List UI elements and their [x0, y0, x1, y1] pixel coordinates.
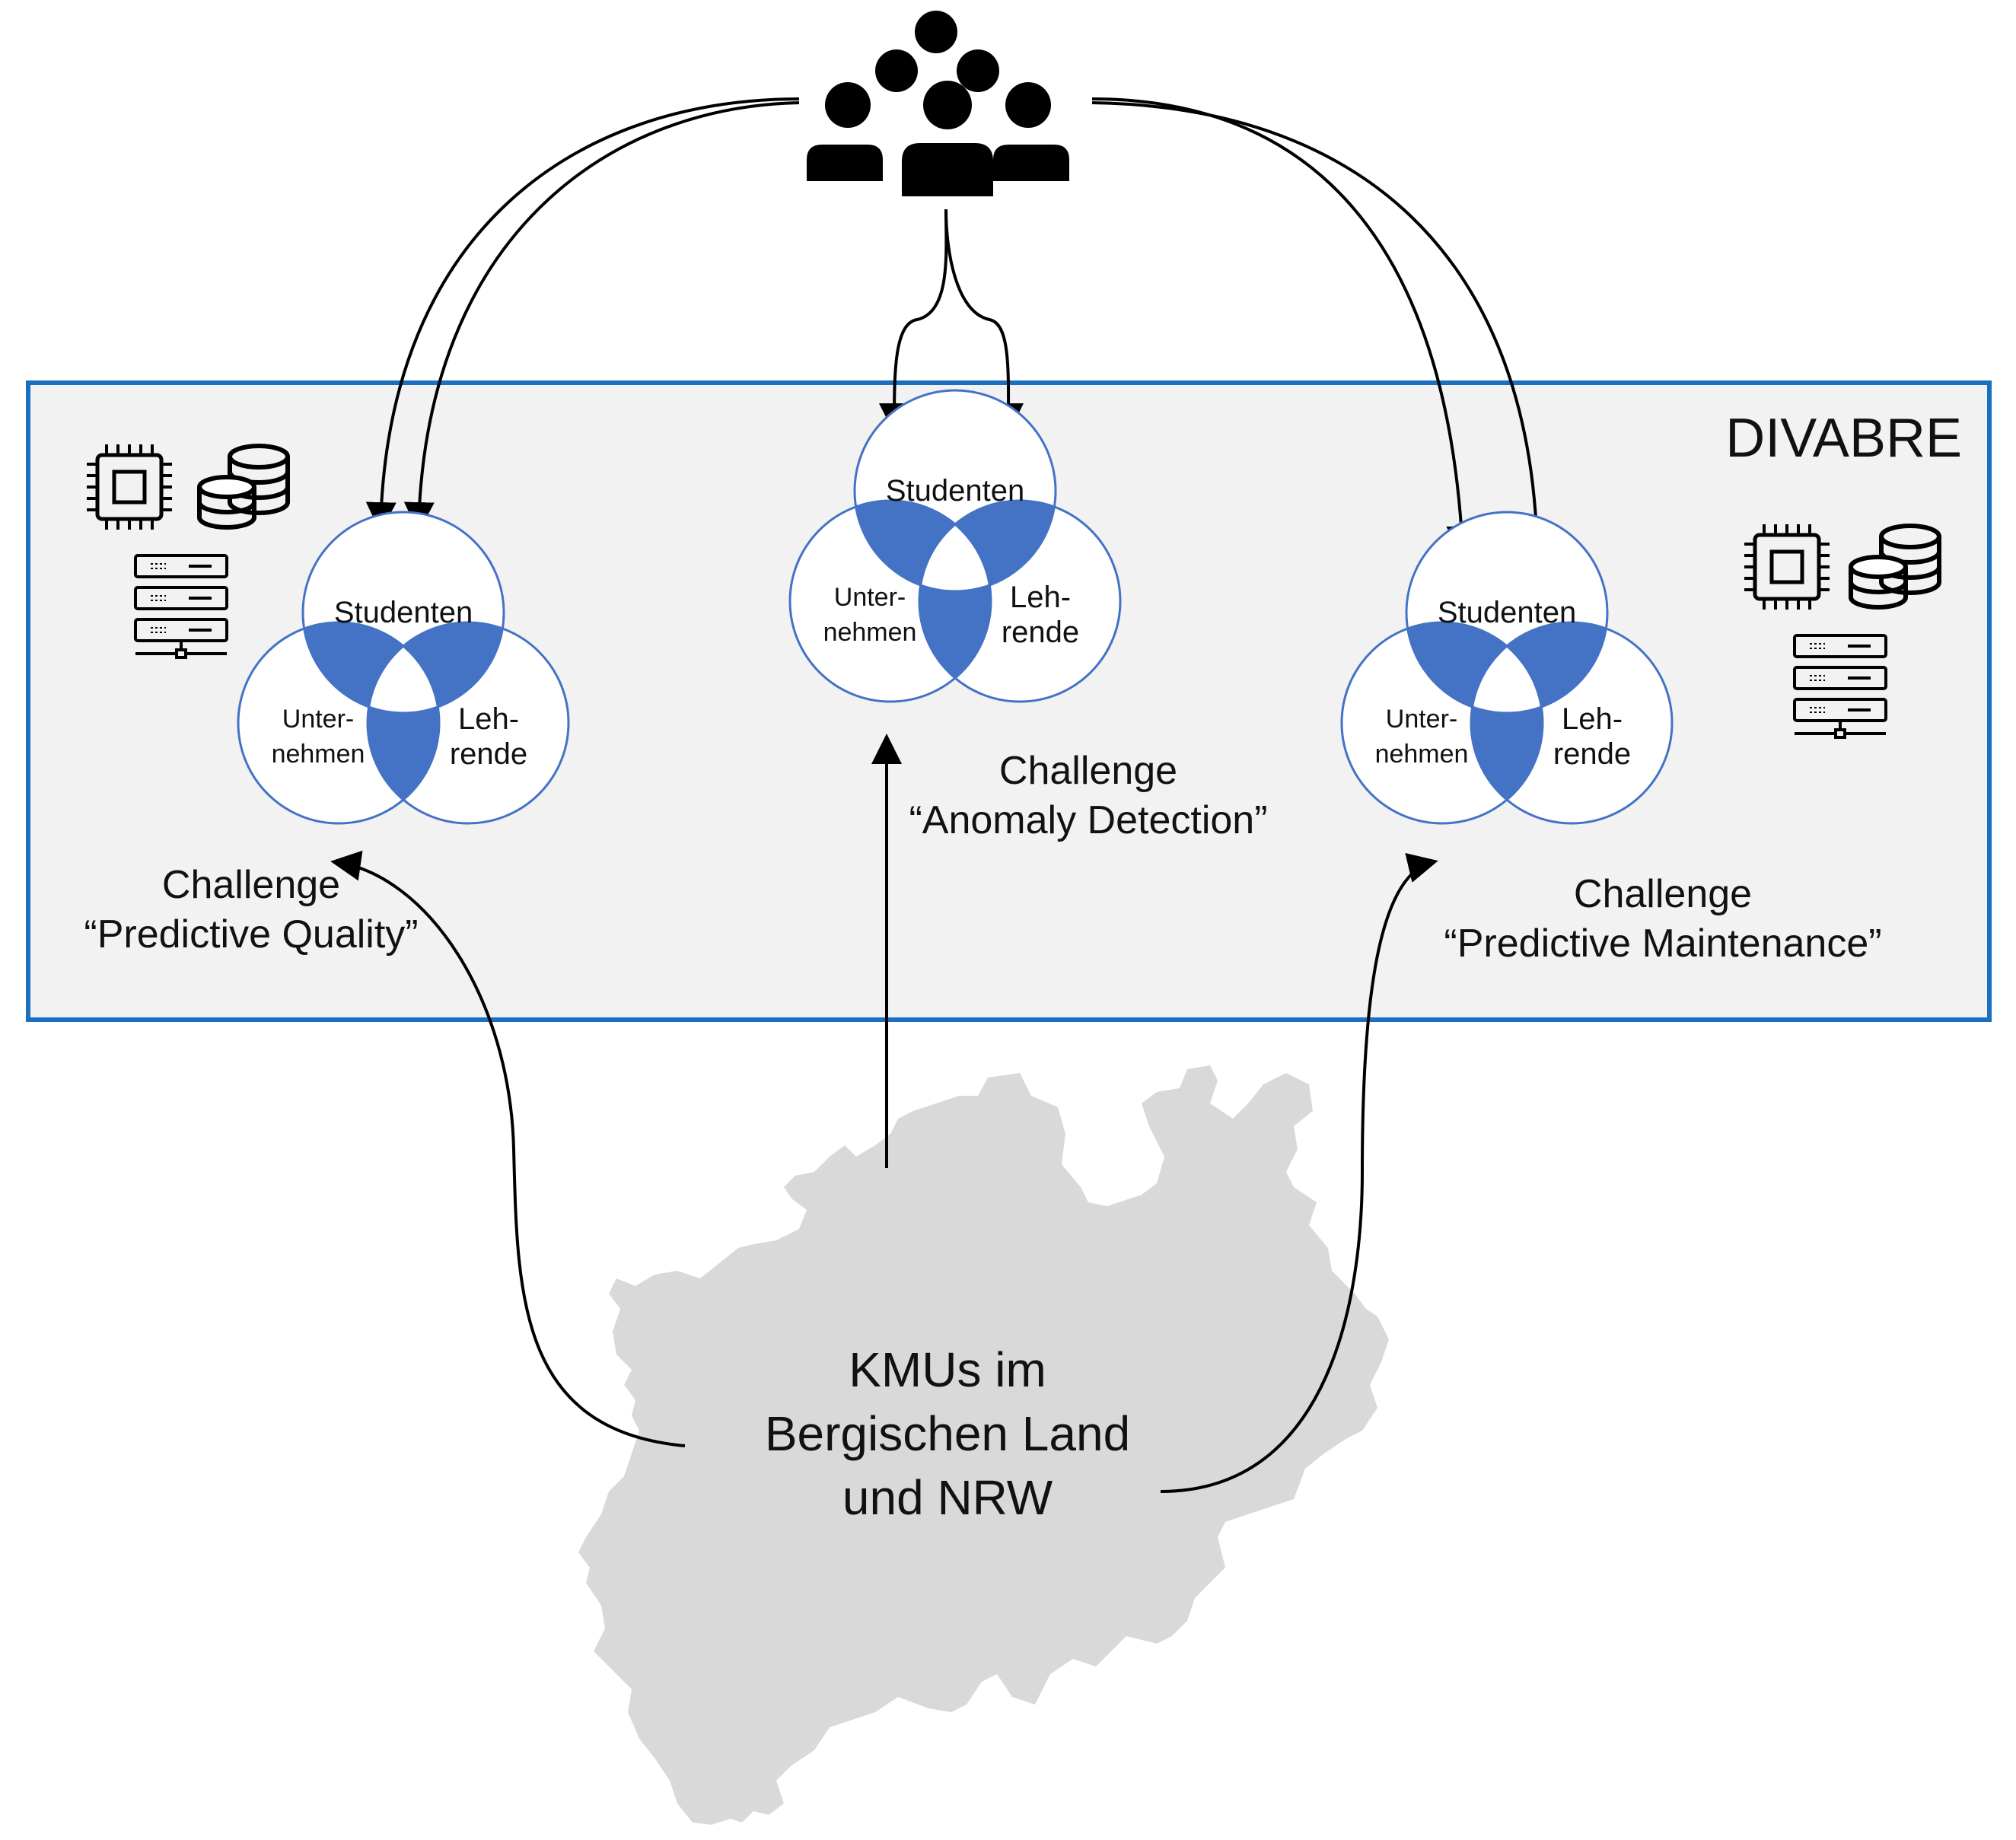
- map-arrows: [330, 734, 1438, 1493]
- venn-label-companies-1: Unter-: [282, 705, 354, 734]
- challenge-label: Challenge: [1574, 872, 1752, 916]
- venn-label-teachers-2: rende: [450, 737, 527, 771]
- venn-label-companies-1: Unter-: [834, 583, 906, 612]
- venn-diagrams: StudentenUnter-nehmenLeh-rendeChallenge“…: [84, 389, 1882, 966]
- map-label-line1: KMUs im: [849, 1342, 1046, 1397]
- challenge-name: “Predictive Maintenance”: [1444, 922, 1881, 966]
- venn-label-students: Studenten: [1438, 596, 1576, 629]
- people-arrows: [365, 97, 1553, 556]
- map-label-line2: Bergischen Land: [765, 1406, 1130, 1461]
- venn-label-companies-2: nehmen: [1375, 740, 1469, 769]
- venn-label-teachers-1: Leh-: [458, 702, 519, 736]
- map-label-line3: und NRW: [842, 1470, 1053, 1525]
- venn-label-students: Studenten: [334, 596, 473, 629]
- people-group-icon: [807, 11, 1069, 196]
- venn-label-companies-1: Unter-: [1386, 705, 1457, 734]
- challenge-name: “Predictive Quality”: [84, 912, 418, 957]
- challenge-label: Challenge: [999, 749, 1177, 793]
- venn-label-teachers-1: Leh-: [1562, 702, 1623, 736]
- nrw-map-shape: [578, 1065, 1389, 1825]
- venn-label-teachers-2: rende: [1002, 616, 1079, 649]
- venn-label-teachers-2: rende: [1553, 737, 1631, 771]
- venn-center: [368, 622, 439, 713]
- venn-label-teachers-1: Leh-: [1010, 581, 1071, 614]
- venn-label-companies-2: nehmen: [272, 740, 365, 769]
- venn-center: [919, 501, 991, 591]
- frame-title: DIVABRE: [1725, 408, 1962, 469]
- challenge-label: Challenge: [162, 863, 340, 907]
- venn-label-companies-2: nehmen: [823, 618, 917, 647]
- venn-label-students: Studenten: [886, 474, 1024, 508]
- challenge-name: “Anomaly Detection”: [909, 798, 1267, 842]
- map-label: KMUs im Bergischen Land und NRW: [765, 1342, 1130, 1525]
- venn-center: [1471, 622, 1543, 713]
